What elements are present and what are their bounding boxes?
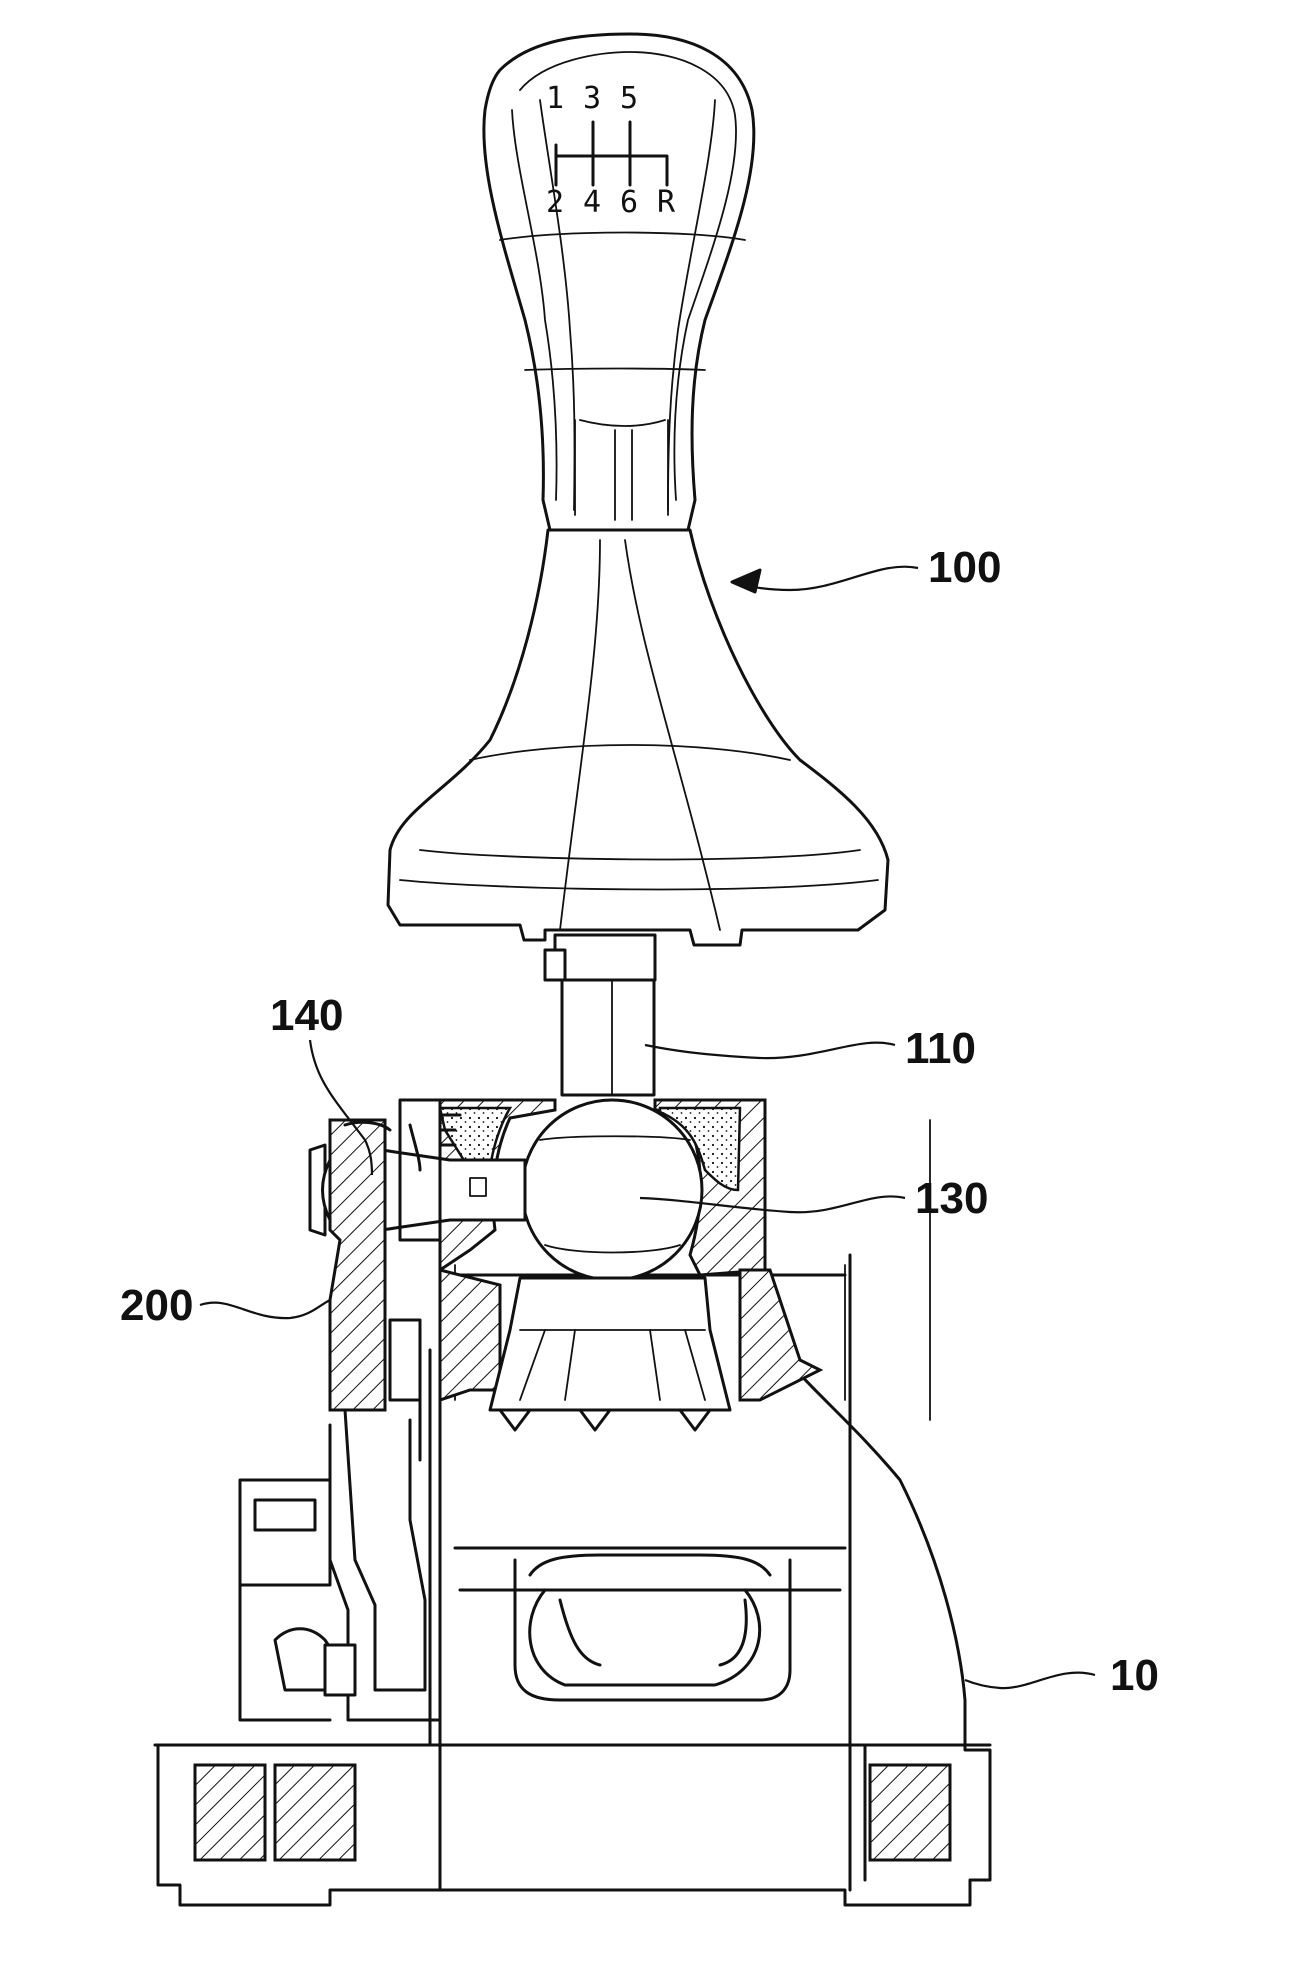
ref-10: 10 (1110, 1651, 1159, 1700)
shift-rod (545, 935, 655, 1095)
lower-cone (490, 1278, 730, 1430)
pin-arm (240, 1100, 525, 1745)
gear-label-5: 5 (620, 81, 638, 116)
leader-110 (645, 1043, 895, 1058)
ref-140: 140 (270, 991, 343, 1040)
ref-100: 100 (928, 543, 1001, 592)
leader-10 (965, 1673, 1095, 1688)
arrow-100 (732, 570, 760, 592)
ball-joint (522, 1100, 702, 1280)
leader-200 (200, 1300, 330, 1318)
ref-130: 130 (915, 1174, 988, 1223)
ref-110: 110 (905, 1024, 976, 1073)
gear-label-3: 3 (583, 81, 601, 116)
gear-label-4: 4 (583, 185, 601, 220)
gear-label-1: 1 (546, 81, 564, 116)
shift-pattern-diagram: 1 3 5 2 4 6 R (546, 81, 676, 220)
shift-knob: 1 3 5 2 4 6 R (388, 34, 888, 945)
gear-label-2: 2 (546, 185, 564, 220)
gear-label-r: R (657, 185, 676, 220)
ref-200: 200 (120, 1281, 193, 1330)
gear-label-6: 6 (620, 185, 638, 220)
